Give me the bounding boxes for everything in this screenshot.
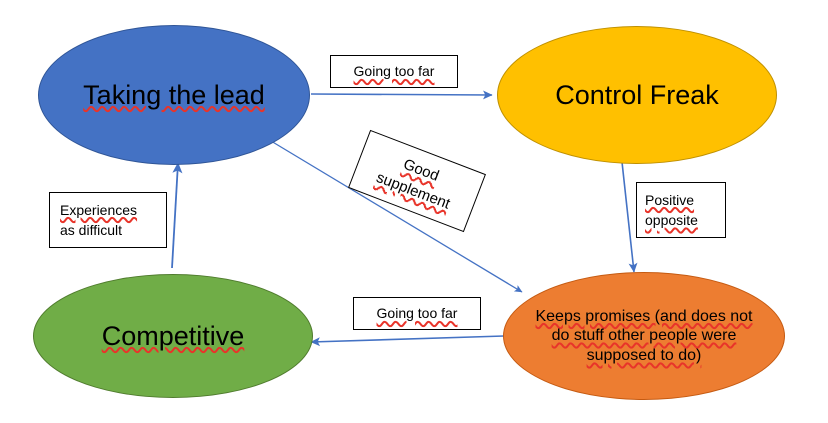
edge-label-going-too-far-top[interactable]: Going too far [330,55,458,88]
edge-label-positive-opposite-line-2: opposite [645,212,698,228]
node-label-keeps-promises: Keeps promises (and does not do stuff ot… [525,307,762,366]
edge-label-experiences-as-difficult-line-2: as difficult [60,222,122,238]
edge-label-going-too-far-bottom[interactable]: Going too far [353,297,481,330]
node-label-keeps-promises-line-2: do stuff other people were [551,327,737,345]
node-control-freak[interactable]: Control Freak [497,26,777,164]
edge-label-going-too-far-bottom-line-1: Going too far [376,305,458,322]
node-label-taking-the-lead: Taking the lead [83,79,265,110]
edge-label-going-too-far-top-line-1: Going too far [353,63,435,80]
node-competitive[interactable]: Competitive [33,274,313,398]
edge-label-positive-opposite[interactable]: Positive opposite [636,182,726,238]
node-label-keeps-promises-line-3: supposed to do) [586,346,702,364]
node-keeps-promises[interactable]: Keeps promises (and does not do stuff ot… [503,272,785,400]
edge-competitive-to-lead [171,162,183,269]
edge-control-freak-to-keeps-promises [621,161,638,273]
edge-label-experiences-as-difficult[interactable]: Experiences as difficult [49,192,167,248]
edge-lead-to-control-freak [310,90,493,100]
edge-label-positive-opposite-line-1: Positive [645,191,695,208]
edge-keeps-promises-to-competitive [310,335,505,347]
edge-label-good-supplement[interactable]: Good supplement [348,129,486,233]
edge-label-experiences-as-difficult-line-1: Experiences [60,201,138,218]
node-label-keeps-promises-line-1: Keeps promises (and does not [535,307,753,325]
node-label-competitive: Competitive [101,320,245,351]
node-taking-the-lead[interactable]: Taking the lead [38,25,310,165]
node-label-control-freak: Control Freak [555,79,719,110]
